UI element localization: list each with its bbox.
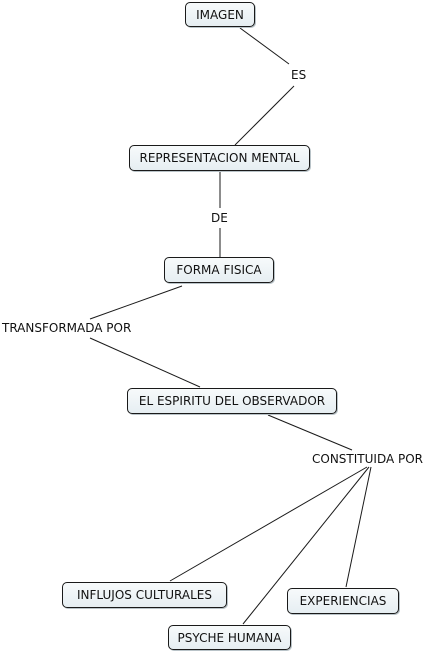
line-es-to-representacion: [234, 85, 295, 146]
line-forma-fisica-to-transformada: [89, 285, 183, 320]
concept-forma-fisica[interactable]: FORMA FISICA: [164, 257, 274, 283]
line-constituida-to-influjos: [169, 466, 368, 582]
line-imagen-to-es: [239, 27, 290, 65]
concept-imagen[interactable]: IMAGEN: [185, 2, 255, 27]
concept-influjos-culturales[interactable]: INFLUJOS CULTURALES: [62, 582, 227, 608]
line-espiritu-to-constituida: [267, 414, 353, 451]
concept-representacion-mental[interactable]: REPRESENTACION MENTAL: [129, 145, 310, 171]
linking-phrase-transformada-por[interactable]: TRANSFORMADA POR: [2, 321, 132, 335]
linking-phrase-de[interactable]: DE: [211, 211, 228, 225]
linking-phrase-es[interactable]: ES: [291, 68, 307, 82]
line-constituida-to-psyche: [242, 466, 370, 625]
line-transformada-to-espiritu: [89, 337, 201, 388]
concept-psyche-humana[interactable]: PSYCHE HUMANA: [168, 625, 291, 650]
concept-espiritu-observador[interactable]: EL ESPIRITU DEL OBSERVADOR: [127, 388, 337, 414]
linking-phrase-constituida-por[interactable]: CONSTITUIDA POR: [312, 452, 424, 466]
line-constituida-to-experiencias: [345, 466, 372, 588]
concept-experiencias[interactable]: EXPERIENCIAS: [287, 588, 399, 614]
